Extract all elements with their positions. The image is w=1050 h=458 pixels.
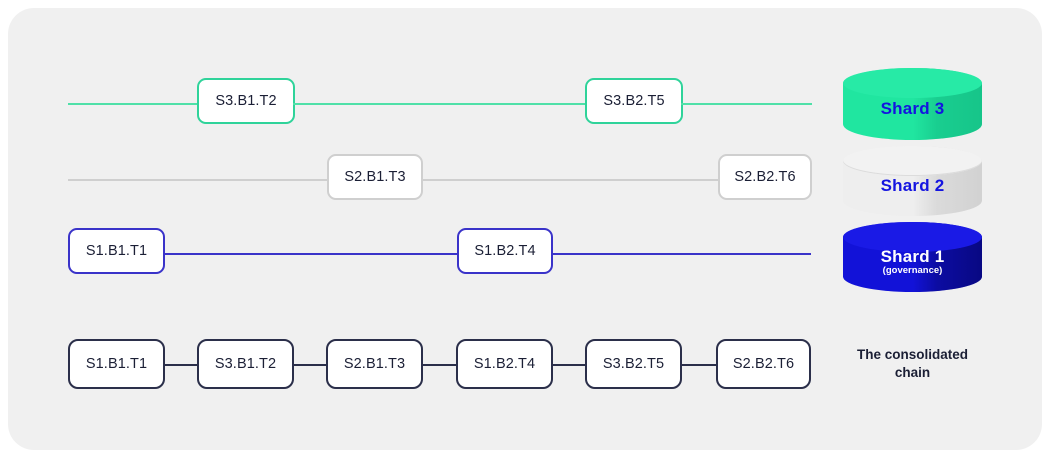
node-label: S2.B1.T3: [344, 169, 406, 185]
caption-line-1: The consolidated: [856, 347, 968, 362]
shard-1-title: Shard 1: [880, 247, 945, 266]
chain-link-2: [292, 364, 328, 366]
shard-2-node-s2b1t3[interactable]: S2.B1.T3: [327, 154, 423, 200]
shard-3-line-segment-2: [293, 103, 587, 105]
shard-2-line-segment-2: [421, 179, 720, 181]
shard-3-label-group: Shard 3: [843, 100, 982, 118]
node-label: S2.B2.T6: [734, 169, 796, 185]
chain-node-s1b2t4[interactable]: S1.B2.T4: [456, 339, 553, 389]
shard-1-lane: S1.B1.T1 S1.B2.T4: [0, 224, 1050, 284]
consolidated-chain: S1.B1.T1 S3.B1.T2 S2.B1.T3 S1.B2.T4 S3.B…: [0, 336, 1050, 396]
cylinder-top-ellipse: [843, 68, 982, 98]
shard-1-subtitle: (governance): [882, 264, 943, 276]
chain-node-s2b2t6[interactable]: S2.B2.T6: [716, 339, 811, 389]
node-label: S1.B2.T4: [474, 243, 536, 259]
node-label: S3.B2.T5: [603, 93, 665, 109]
chain-node-s2b1t3[interactable]: S2.B1.T3: [326, 339, 423, 389]
cylinder-top-ellipse: [843, 146, 982, 176]
node-label: S3.B2.T5: [602, 356, 665, 372]
shard-2-cylinder[interactable]: Shard 2: [843, 146, 982, 216]
shard-1-line-segment-1: [163, 253, 459, 255]
shard-2-node-s2b2t6[interactable]: S2.B2.T6: [718, 154, 812, 200]
node-label: S2.B2.T6: [732, 356, 795, 372]
chain-link-4: [551, 364, 587, 366]
chain-node-s3b1t2[interactable]: S3.B1.T2: [197, 339, 294, 389]
node-label: S1.B2.T4: [473, 356, 536, 372]
caption-line-2: chain: [894, 365, 931, 381]
shard-2-line-segment-1: [68, 179, 329, 181]
shard-3-line-segment-1: [68, 103, 199, 105]
node-label: S1.B1.T1: [85, 243, 148, 259]
shard-1-node-s1b2t4[interactable]: S1.B2.T4: [457, 228, 553, 274]
node-label: S2.B1.T3: [343, 356, 406, 372]
chain-node-s1b1t1[interactable]: S1.B1.T1: [68, 339, 165, 389]
chain-link-3: [421, 364, 457, 366]
shard-1-line-segment-2: [551, 253, 811, 255]
shard-2-title: Shard 2: [880, 176, 945, 195]
shard-1-node-s1b1t1[interactable]: S1.B1.T1: [68, 228, 165, 274]
chain-link-1: [163, 364, 199, 366]
shard-2-label-group: Shard 2: [843, 177, 982, 195]
chain-link-5: [680, 364, 718, 366]
shard-1-label-group: Shard 1 (governance): [843, 248, 982, 276]
shard-3-lane: S3.B1.T2 S3.B2.T5: [0, 74, 1050, 134]
shard-3-node-s3b2t5[interactable]: S3.B2.T5: [585, 78, 683, 124]
shard-3-node-s3b1t2[interactable]: S3.B1.T2: [197, 78, 295, 124]
node-label: S1.B1.T1: [85, 356, 148, 372]
node-label: S3.B1.T2: [214, 356, 277, 372]
consolidated-chain-caption: The consolidated chain: [843, 346, 982, 382]
cylinder-top-ellipse: [843, 222, 982, 252]
node-label: S3.B1.T2: [215, 93, 277, 109]
shard-1-cylinder[interactable]: Shard 1 (governance): [843, 222, 982, 292]
shard-3-line-segment-3: [681, 103, 812, 105]
shard-2-lane: S2.B1.T3 S2.B2.T6: [0, 150, 1050, 210]
chain-node-s3b2t5[interactable]: S3.B2.T5: [585, 339, 682, 389]
shard-3-title: Shard 3: [880, 99, 945, 118]
shard-3-cylinder[interactable]: Shard 3: [843, 68, 982, 140]
